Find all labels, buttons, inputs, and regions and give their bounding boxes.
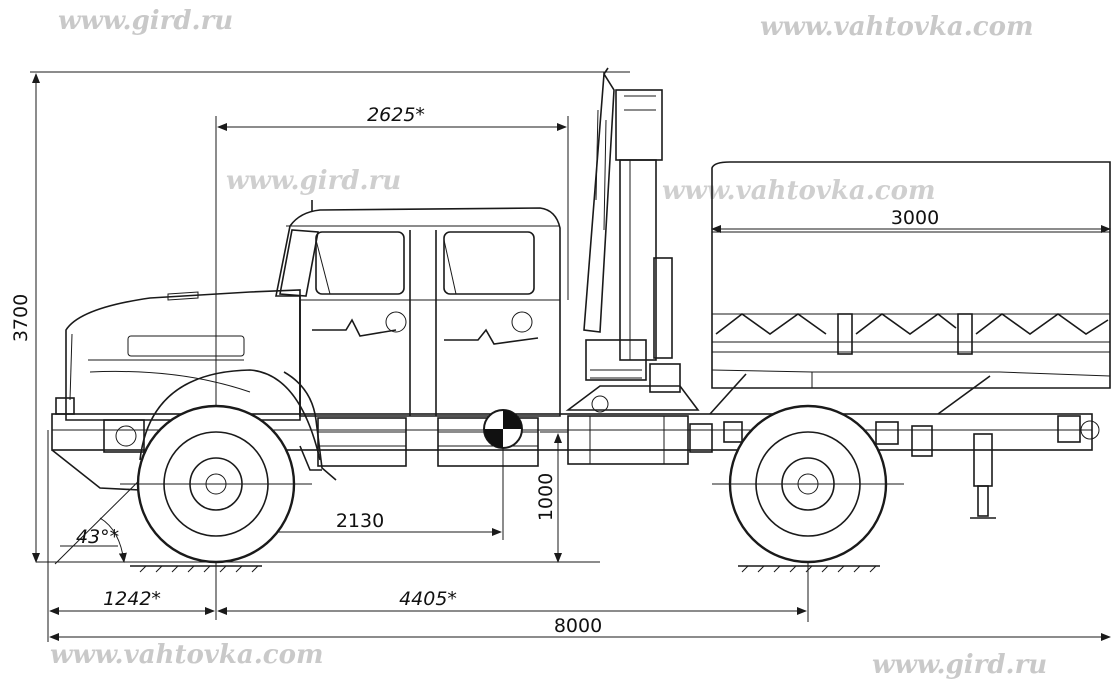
dim-overhang-wheelbase: 1242* 4405* <box>47 430 809 642</box>
dim-height: 3700 <box>10 71 630 563</box>
watermark-top-left: www.gird.ru <box>58 6 234 36</box>
dim-total-length: 8000 <box>49 615 1111 641</box>
watermark-top-right: www.vahtovka.com <box>760 12 1034 42</box>
dim-body-length: 3000 <box>711 207 1111 233</box>
label-frame-height: 1000 <box>535 473 557 521</box>
truck-cab <box>275 200 561 467</box>
label-height: 3700 <box>10 294 32 342</box>
label-body-length: 3000 <box>891 207 939 229</box>
watermark-bottom-left: www.vahtovka.com <box>50 640 324 670</box>
label-2130: 2130 <box>336 510 384 532</box>
chassis-fittings <box>55 397 933 457</box>
dim-frame-height: 1000 <box>535 431 568 563</box>
dim-2130: 2130 <box>217 440 504 540</box>
ground-line <box>36 561 880 573</box>
loader-crane <box>565 67 700 413</box>
label-front-overhang: 1242* <box>103 588 161 610</box>
label-wheelbase: 4405* <box>399 588 457 610</box>
rear-wheel <box>712 404 904 564</box>
watermark-mid-right: www.vahtovka.com <box>662 176 936 206</box>
rear-outrigger <box>970 415 1100 519</box>
label-approach-angle: 43°* <box>76 526 119 548</box>
label-total-length: 8000 <box>554 615 602 637</box>
front-wheel <box>120 404 312 564</box>
front-mudguard <box>283 371 337 481</box>
watermark-mid-left: www.gird.ru <box>226 166 401 196</box>
center-of-gravity-marker <box>483 409 523 449</box>
watermark-bottom-right: www.gird.ru <box>872 650 1048 680</box>
label-cab-to-axis: 2625* <box>367 104 425 126</box>
cargo-body <box>709 161 1111 415</box>
dim-approach-angle: 43°* <box>54 451 169 565</box>
